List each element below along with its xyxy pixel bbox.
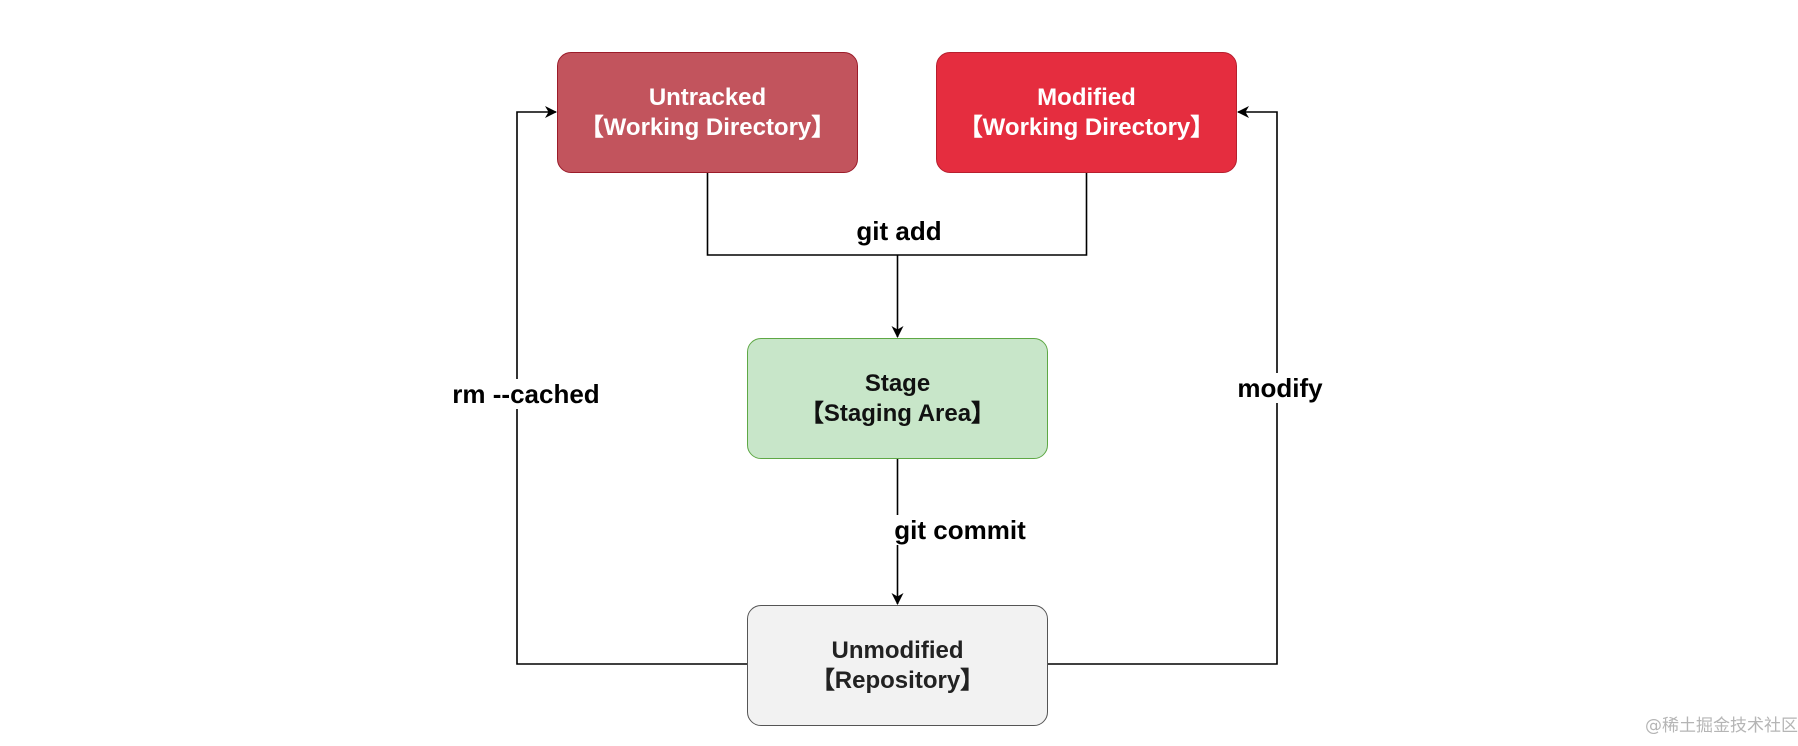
node-stage: Stage 【Staging Area】 [747, 338, 1048, 459]
edge-label-git-add: git add [854, 216, 944, 246]
node-unmodified: Unmodified 【Repository】 [747, 605, 1048, 726]
node-stage-subtitle: 【Staging Area】 [799, 399, 996, 427]
node-stage-title: Stage [864, 369, 931, 397]
node-untracked: Untracked 【Working Directory】 [557, 52, 858, 173]
node-modified: Modified 【Working Directory】 [936, 52, 1237, 173]
node-unmodified-title: Unmodified [831, 636, 964, 664]
node-unmodified-subtitle: 【Repository】 [810, 666, 985, 694]
node-untracked-subtitle: 【Working Directory】 [579, 113, 836, 141]
edge-modified-to-merge [898, 173, 1088, 256]
watermark: @稀土掘金技术社区 [1645, 716, 1798, 736]
edge-label-modify: modify [1235, 373, 1325, 403]
edge-label-git-commit: git commit [892, 515, 1028, 545]
edge-label-rm-cached: rm --cached [450, 379, 602, 409]
node-untracked-title: Untracked [648, 83, 767, 111]
node-modified-subtitle: 【Working Directory】 [958, 113, 1215, 141]
edge-untracked-to-merge [706, 173, 898, 256]
node-modified-title: Modified [1037, 83, 1136, 111]
